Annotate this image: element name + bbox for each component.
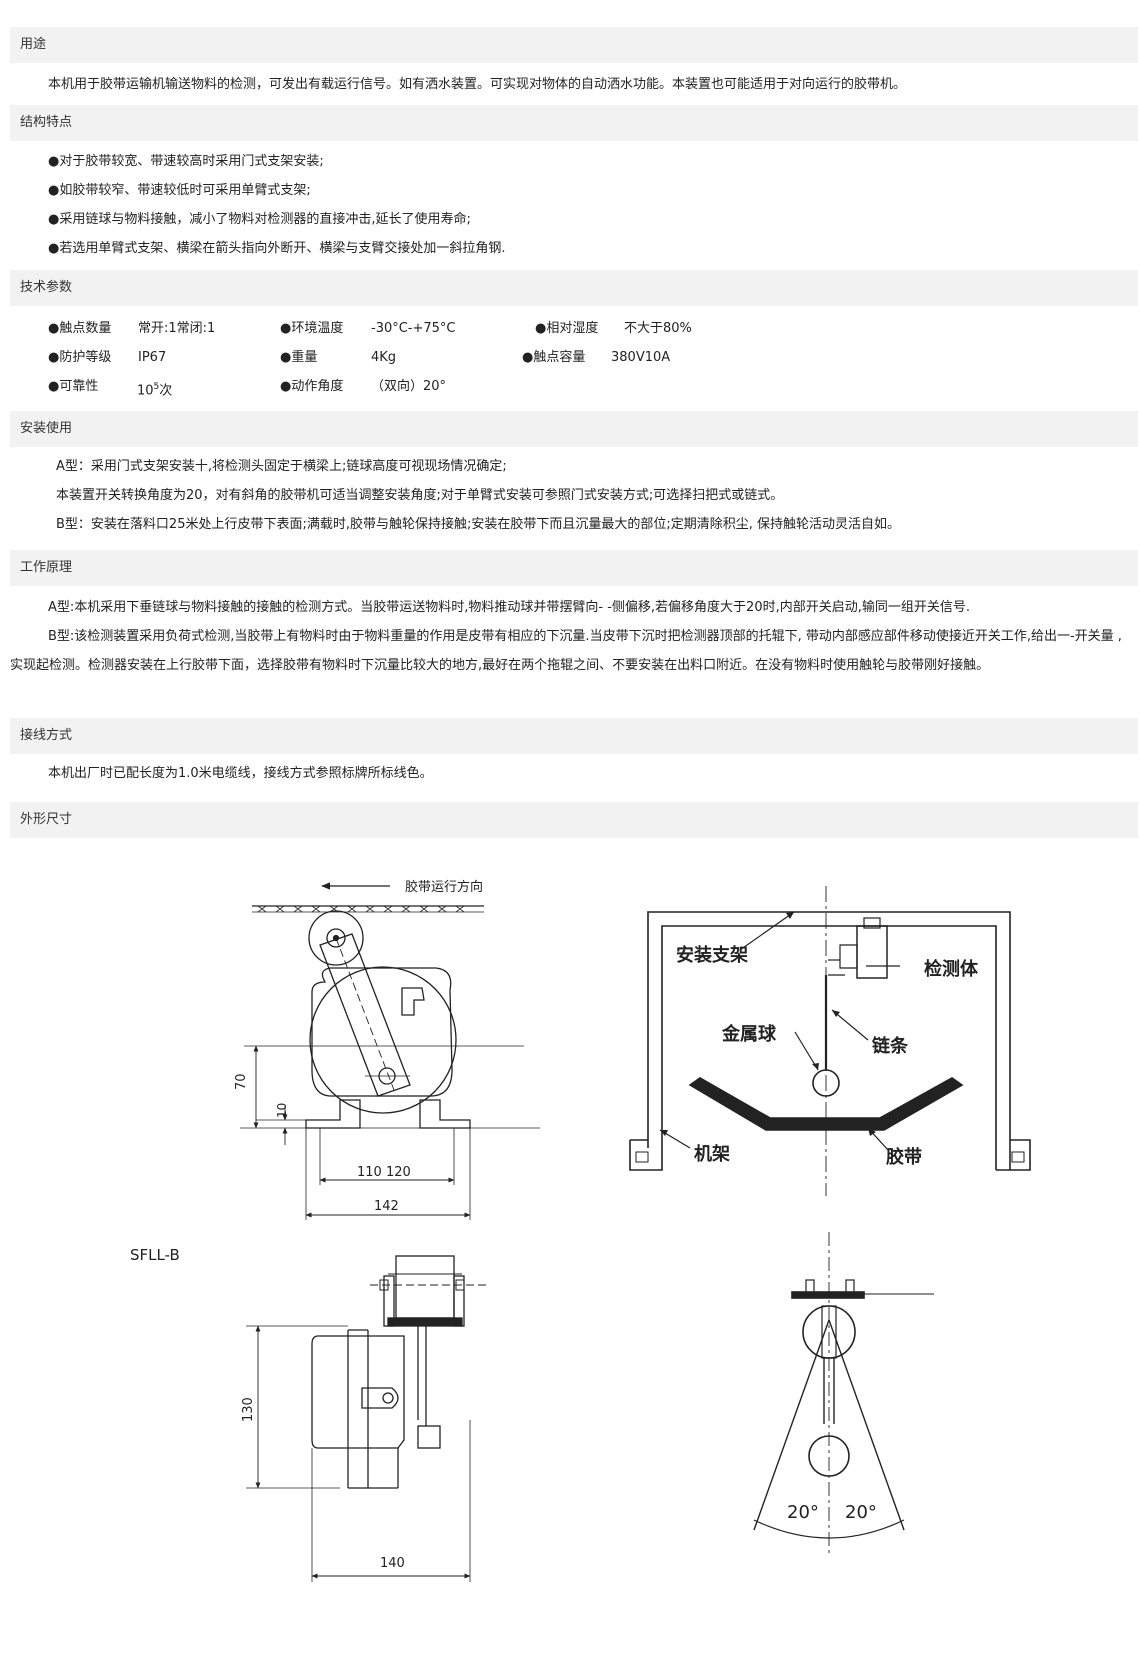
spec-label: ●环境温度	[280, 321, 344, 336]
installation-arrowheads	[660, 912, 876, 1136]
structure-item: ●采用链球与物料接触，减小了物料对检测器的直接冲击,延长了使用寿命;	[48, 212, 471, 227]
dim-130: 130	[241, 1397, 256, 1422]
usage-text: 本机用于胶带运输机输送物料的检测，可发出有载运行信号。如有洒水装置。可实现对物体…	[48, 77, 907, 92]
direction-label: 胶带运行方向	[405, 879, 483, 895]
install-line: 本装置开关转换角度为20，对有斜角的胶带机可适当调整安装角度;对于单臂式安装可参…	[56, 488, 784, 503]
angle-right: 20°	[845, 1502, 877, 1523]
dim-70: 70	[234, 1073, 249, 1090]
section-header-structure: 结构特点	[10, 105, 1138, 141]
install-line: B型：安装在落料口25米处上行皮带下表面;满载时,胶带与触轮保持接触;安装在胶带…	[56, 517, 900, 532]
dim-140: 140	[380, 1556, 405, 1571]
spec-value-reliability: 105次	[137, 382, 173, 399]
spec-value: 常开:1常闭:1	[138, 321, 216, 336]
principle-para-a: A型:本机采用下垂链球与物料接触的接触的检测方式。当胶带运送物料时,物料推动球并…	[48, 600, 970, 615]
dim-142: 142	[374, 1199, 399, 1214]
spec-value: 不大于80%	[624, 321, 692, 336]
spec-value: （双向）20°	[371, 379, 447, 394]
section-header-usage: 用途	[10, 27, 1138, 63]
principle-para-b: B型:该检测装置采用负荷式检测,当胶带上有物料时由于物料重量的作用是皮带有相应的…	[10, 629, 1122, 673]
angle-left: 20°	[787, 1502, 819, 1523]
drawing-swing-angle	[753, 1232, 934, 1556]
spec-label: ●重量	[280, 350, 318, 365]
drawing-b-side	[246, 1255, 488, 1582]
label-bracket: 安装支架	[676, 944, 748, 966]
wiring-text: 本机出厂时已配长度为1.0米电缆线，接线方式参照标牌所标线色。	[48, 766, 433, 781]
drawing-installation	[629, 886, 1031, 1196]
spec-label: ●防护等级	[48, 350, 112, 365]
structure-item: ●对于胶带较宽、带速较高时采用门式支架安装;	[48, 154, 324, 169]
spec-label: ●可靠性	[48, 379, 99, 394]
section-header-tech: 技术参数	[10, 270, 1138, 306]
label-chain: 链条	[872, 1035, 909, 1057]
section-header-wiring: 接线方式	[10, 718, 1138, 754]
install-line: A型：采用门式支架安装十,将检测头固定于横梁上;链球高度可视现场情况确定;	[56, 459, 507, 474]
spec-value: 4Kg	[371, 350, 397, 365]
label-detector: 检测体	[924, 958, 979, 980]
section-header-install: 安装使用	[10, 411, 1138, 447]
spec-value: -30°C-+75°C	[371, 321, 456, 336]
label-frame: 机架	[694, 1143, 730, 1165]
label-ball: 金属球	[721, 1023, 777, 1045]
dim-10: 10	[275, 1103, 289, 1118]
spec-label: ●相对湿度	[535, 321, 599, 336]
dim-110-120: 110 120	[357, 1165, 411, 1180]
spec-label: ●触点数量	[48, 321, 112, 336]
drawing-a-front	[240, 882, 540, 1220]
structure-item: ●若选用单臂式支架、横梁在箭头指向外断开、横梁与支臂交接处加一斜拉角钢.	[48, 241, 506, 256]
label-belt: 胶带	[886, 1146, 922, 1168]
structure-item: ●如胶带较窄、带速较低时可采用单臂式支架;	[48, 183, 311, 198]
section-header-principle: 工作原理	[10, 550, 1138, 586]
spec-value: 380V10A	[611, 350, 671, 365]
spec-value: IP67	[138, 350, 167, 365]
spec-label: ●触点容量	[522, 350, 586, 365]
section-header-dimensions: 外形尺寸	[10, 802, 1138, 838]
model-sfll-b: SFLL-B	[130, 1246, 180, 1264]
spec-label: ●动作角度	[280, 379, 344, 394]
